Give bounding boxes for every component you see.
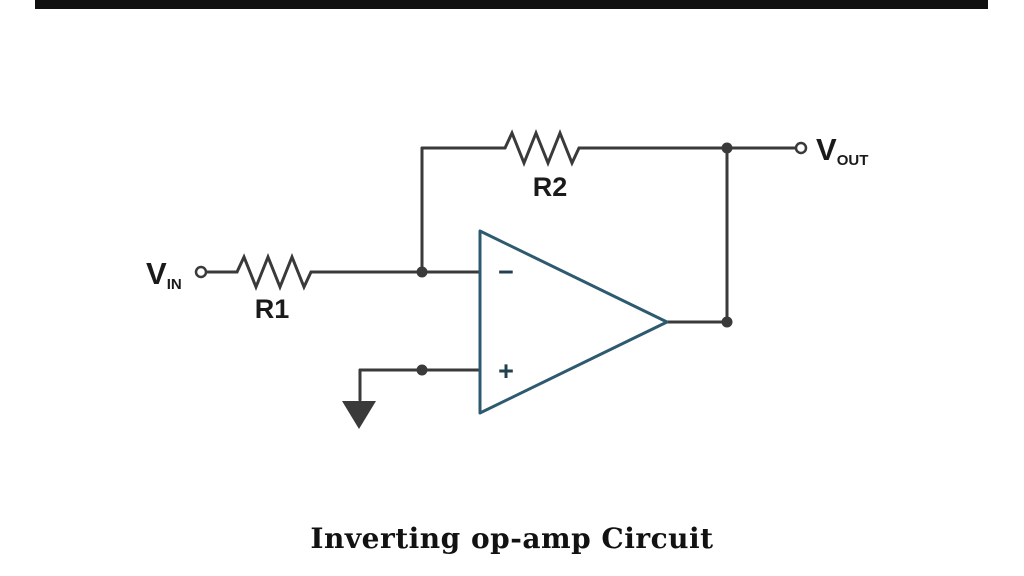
r1-label: R1 [255,294,290,324]
diagram-title: Inverting op-amp Circuit [310,522,714,555]
ground-symbol [342,401,376,429]
vin-label: VIN [146,256,182,293]
opamp-noninverting-sign: + [498,356,514,386]
opamp-inverting-sign: − [498,257,514,287]
vout-label: VOUT [816,132,868,169]
top-border-bar [35,0,988,9]
opamp-triangle [478,229,669,415]
input-terminal [194,265,208,279]
r2-label: R2 [533,172,568,202]
resistor-r1-symbol [235,252,315,292]
junction-dot-noninverting [416,364,428,376]
terminals [194,141,808,279]
wires [204,128,797,402]
junction-dot-output [721,316,733,328]
junction-dot-inverting [416,266,428,278]
junction-dots [342,142,733,429]
junction-dot-feedback [721,142,733,154]
output-terminal [794,141,808,155]
resistor-r2-symbol [503,128,587,168]
